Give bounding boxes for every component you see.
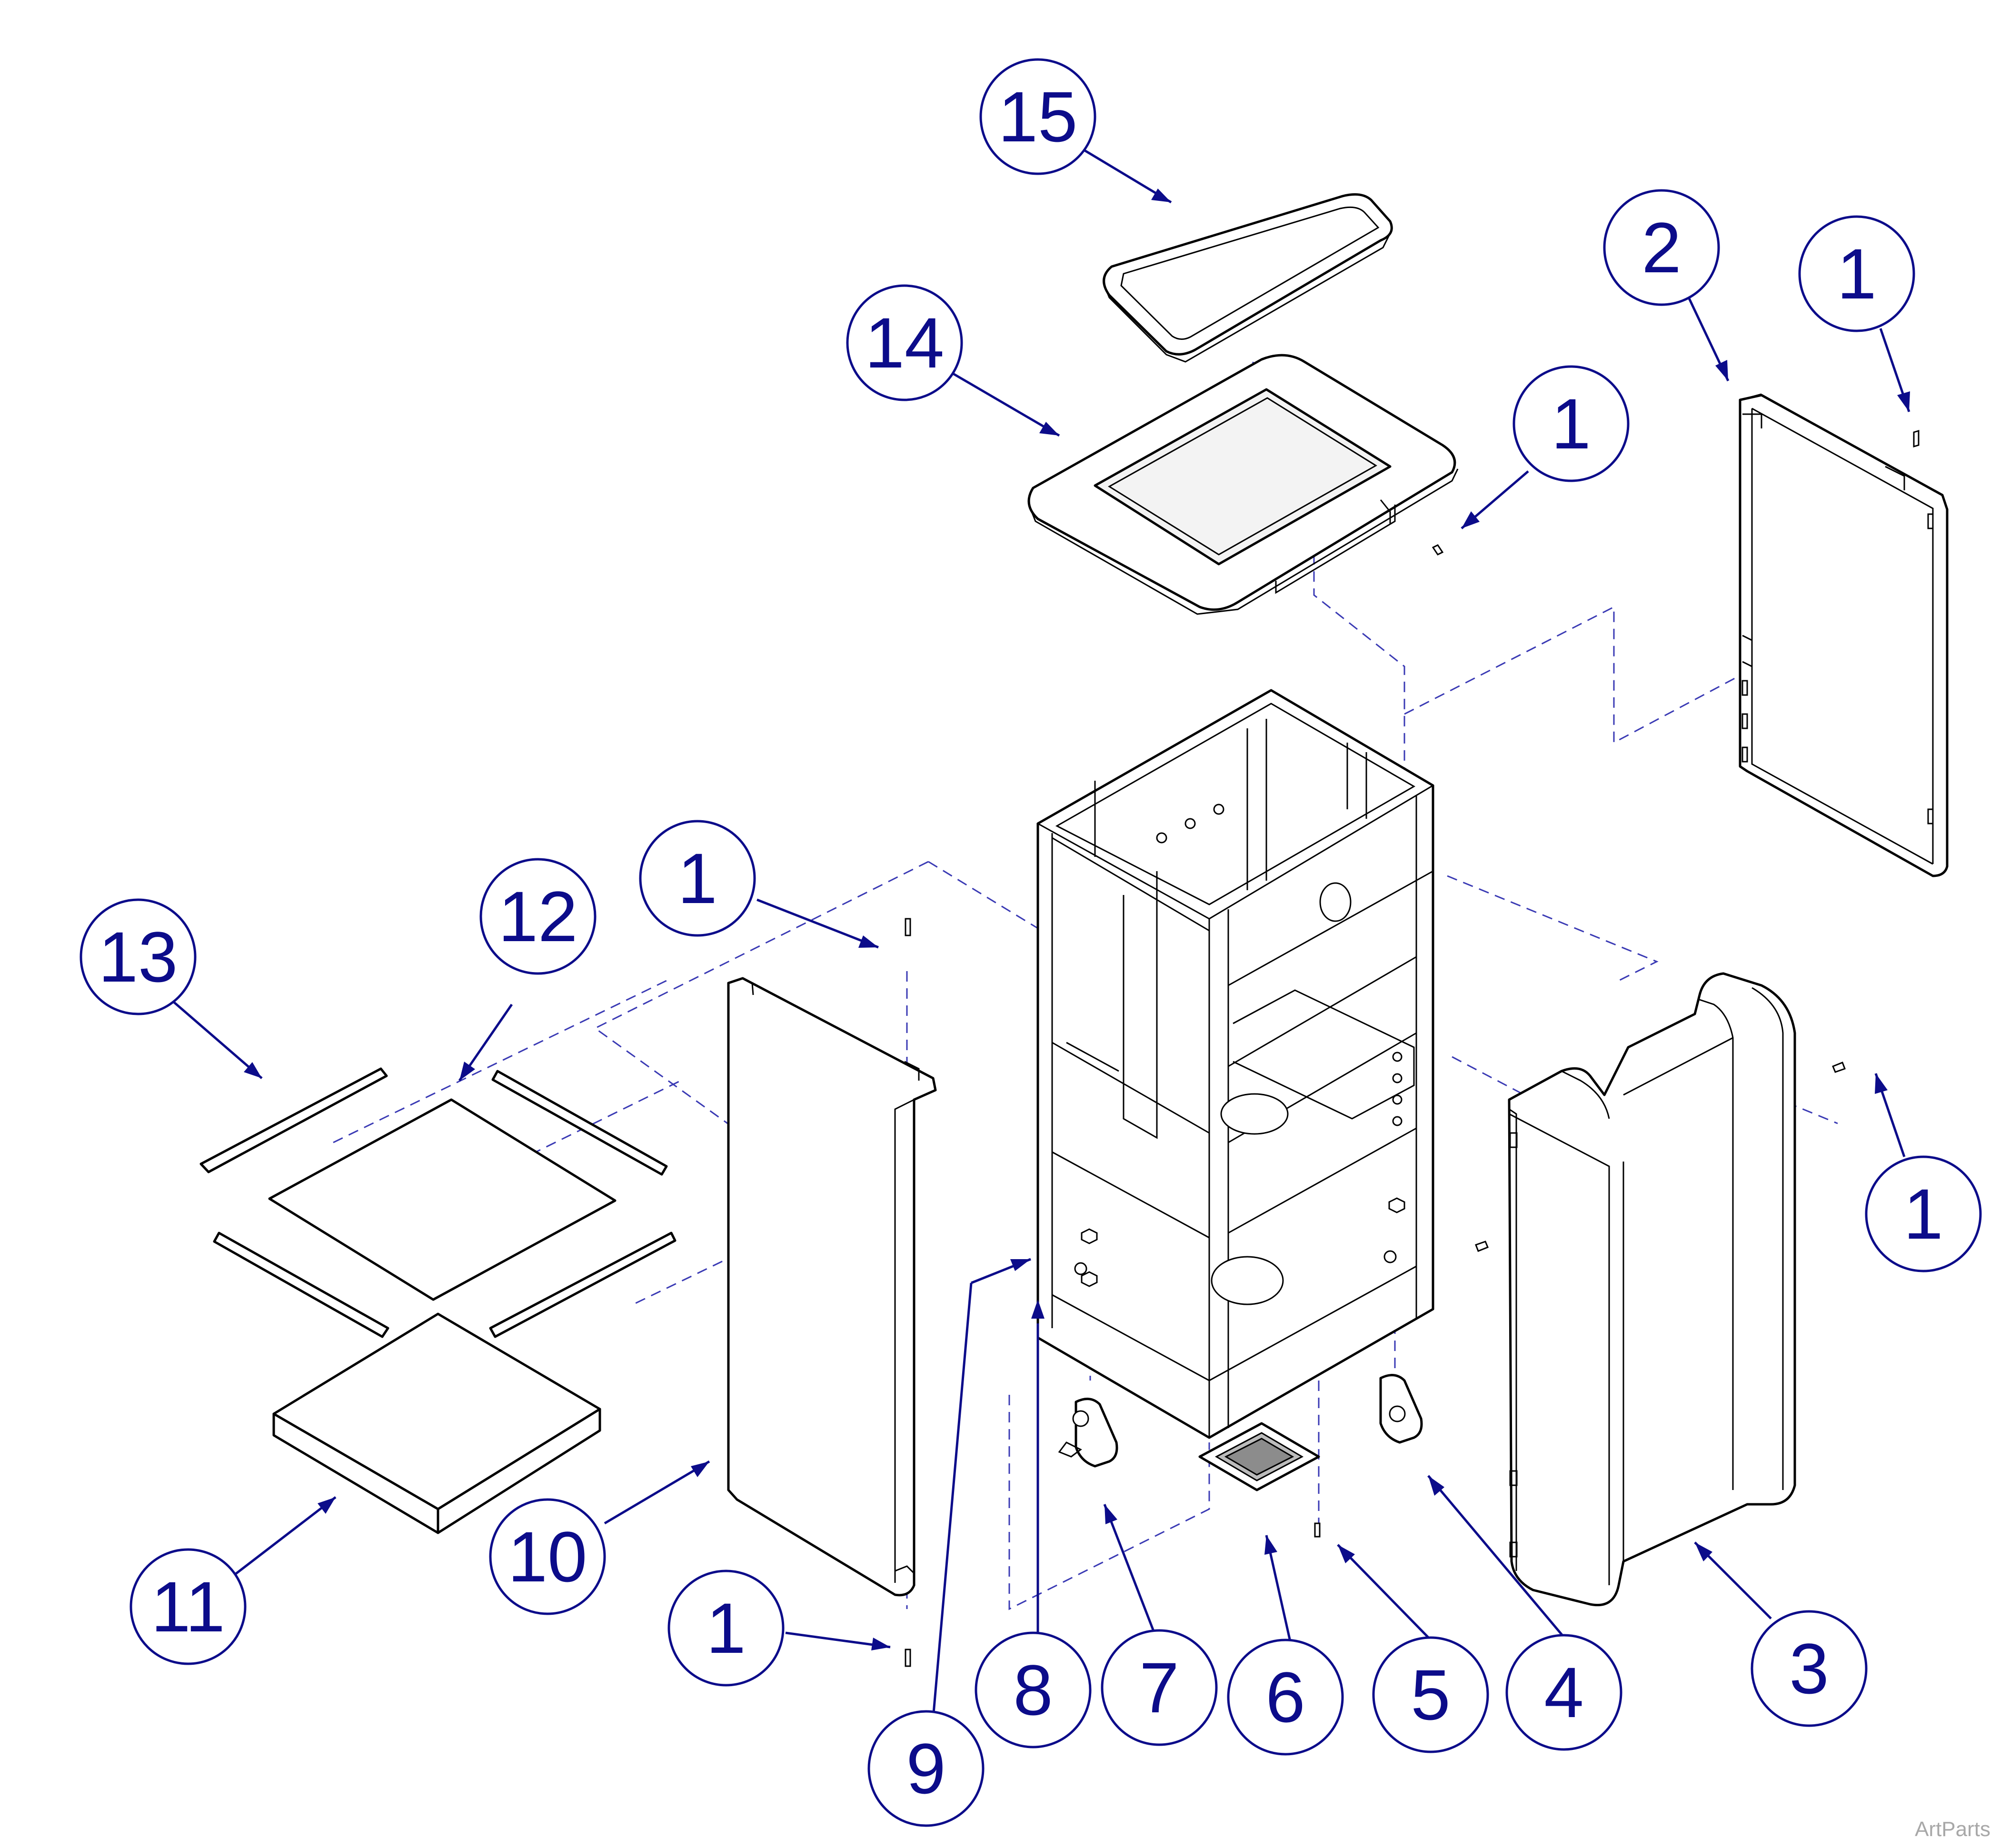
callout-6-label: 6 — [1265, 1657, 1305, 1737]
watermark: ArtParts — [1915, 1818, 1990, 1841]
callout-1-right: 1 — [1865, 1155, 1982, 1272]
part-14-top-cover — [1027, 354, 1459, 615]
callout-1-bottom-left: 1 — [667, 1570, 785, 1687]
callout-9-label: 9 — [906, 1729, 945, 1808]
callout-7: 7 — [1101, 1629, 1218, 1746]
frame-slot-marks — [1741, 513, 1934, 825]
callout-2-label: 2 — [1642, 208, 1681, 288]
callout-1-left: 1 — [639, 820, 756, 937]
callout-leaders — [173, 144, 1910, 1719]
main-chassis-frame — [1036, 689, 1649, 1439]
callout-14-label: 14 — [865, 303, 945, 383]
callout-11-label: 11 — [151, 1567, 225, 1647]
callout-9: 9 — [867, 1710, 985, 1827]
callout-12-label: 12 — [498, 876, 578, 956]
callout-8: 8 — [975, 1631, 1092, 1749]
part-4-caster — [1379, 1374, 1423, 1444]
callout-1-top-right: 1 — [1798, 215, 1915, 332]
callout-1-label: 1 — [677, 838, 717, 918]
part-3-side-panel — [1508, 972, 1796, 1607]
callout-1-label: 1 — [1837, 234, 1876, 314]
part-15-tray — [1103, 193, 1393, 363]
part-7-caster — [1058, 1398, 1118, 1468]
callout-15: 15 — [979, 58, 1096, 175]
callout-7-label: 7 — [1139, 1648, 1179, 1728]
callout-5: 5 — [1372, 1636, 1489, 1753]
part-13-trim-strips — [199, 1067, 677, 1338]
callout-1-label: 1 — [706, 1588, 746, 1668]
callout-14: 14 — [846, 284, 963, 401]
callout-5-label: 5 — [1411, 1655, 1450, 1735]
callout-1-label: 1 — [1903, 1174, 1943, 1254]
callout-1-label: 1 — [1551, 384, 1591, 464]
callout-11: 11 — [129, 1548, 247, 1665]
callout-4-label: 4 — [1544, 1652, 1583, 1732]
callout-10-label: 10 — [508, 1517, 587, 1597]
part-10-side-panel — [727, 977, 937, 1597]
callout-3-label: 3 — [1789, 1629, 1829, 1709]
callout-1-top-middle: 1 — [1512, 365, 1630, 482]
screw-icons — [905, 429, 1920, 1667]
callout-4: 4 — [1505, 1634, 1622, 1751]
part-11-cushion — [272, 1312, 601, 1534]
callout-6: 6 — [1227, 1639, 1344, 1756]
callout-12: 12 — [479, 858, 597, 975]
callout-13-label: 13 — [99, 917, 178, 997]
part-12-flat-panel — [268, 1098, 617, 1301]
callout-15-label: 15 — [998, 77, 1078, 157]
part-2-frame-panel — [1739, 393, 1949, 877]
callout-8-label: 8 — [1013, 1650, 1053, 1730]
callout-3: 3 — [1751, 1610, 1868, 1727]
callout-2: 2 — [1603, 189, 1720, 306]
part-6-vent-grille — [1198, 1422, 1320, 1491]
callout-13: 13 — [80, 898, 197, 1015]
callout-10: 10 — [489, 1498, 606, 1615]
